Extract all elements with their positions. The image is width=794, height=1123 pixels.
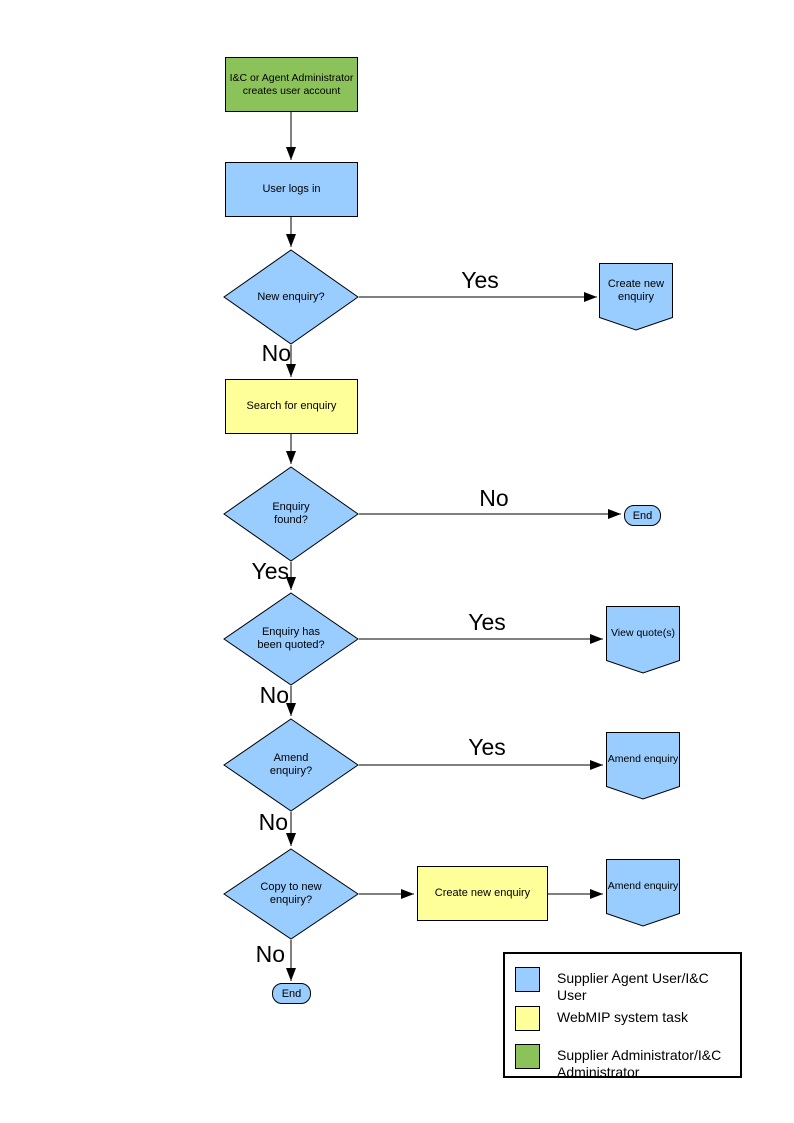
- diamond-shape: [223, 466, 359, 562]
- diamond-shape: [223, 848, 359, 940]
- node-label: Search for enquiry: [246, 400, 337, 412]
- node-label: Enquiry found?: [272, 501, 310, 526]
- pentagon-shape: [599, 263, 673, 331]
- node-admin-creates-account: I&C or Agent Administrator creates user …: [225, 57, 358, 112]
- node-label: User logs in: [262, 183, 321, 195]
- diamond-shape: [223, 592, 359, 686]
- node-end-final: End: [272, 983, 311, 1004]
- legend: Supplier Agent User/I&C User WebMIP syst…: [503, 952, 742, 1081]
- legend-label: Supplier Administrator/I&C Administrator: [557, 1047, 722, 1080]
- edge-label-amend-yes: Yes: [468, 734, 506, 760]
- node-amend-enquiry-target-2: Amend enquiry: [606, 859, 680, 927]
- node-label: I&C or Agent Administrator creates user …: [229, 71, 354, 97]
- node-view-quotes-target: View quote(s): [606, 606, 680, 674]
- pentagon-shape: [606, 606, 680, 674]
- legend-swatch-yellow: [515, 1006, 540, 1031]
- node-enquiry-quoted-decision: Enquiry has been quoted?: [223, 592, 359, 686]
- node-label: End: [281, 987, 302, 1000]
- edge-label-copy-no: No: [255, 941, 285, 967]
- edge-label-quoted-yes: Yes: [468, 609, 506, 635]
- edge-label-found-no: No: [479, 485, 509, 511]
- edge-label-new-enquiry-yes: Yes: [461, 267, 499, 293]
- node-label: Create new enquiry: [607, 277, 665, 303]
- node-enquiry-found-decision: Enquiry found?: [223, 466, 359, 562]
- node-label: Copy to new enquiry?: [260, 881, 322, 906]
- legend-swatch-green: [515, 1044, 540, 1069]
- node-label: Amend enquiry?: [269, 752, 313, 777]
- pentagon-shape: [606, 859, 680, 927]
- node-label: Enquiry has been quoted?: [257, 626, 325, 651]
- diamond-shape: [223, 249, 359, 345]
- node-label: End: [632, 509, 653, 522]
- edge-label-new-enquiry-no: No: [261, 340, 291, 366]
- node-create-new-enquiry-target: Create new enquiry: [599, 263, 673, 331]
- node-label: New enquiry?: [257, 290, 325, 303]
- node-create-new-enquiry-task: Create new enquiry: [417, 866, 548, 921]
- node-search-for-enquiry: Search for enquiry: [225, 379, 358, 434]
- legend-item-user: Supplier Agent User/I&C User: [515, 967, 742, 1004]
- edge-label-found-yes: Yes: [251, 558, 289, 584]
- edge-label-quoted-no: No: [259, 682, 289, 708]
- pentagon-shape: [606, 732, 680, 800]
- legend-label: WebMIP system task: [557, 1009, 688, 1025]
- node-user-logs-in: User logs in: [225, 162, 358, 217]
- diamond-shape: [223, 718, 359, 812]
- node-label: Amend enquiry: [607, 753, 679, 765]
- legend-item-administrator: Supplier Administrator/I&C Administrator: [515, 1044, 742, 1081]
- legend-item-system-task: WebMIP system task: [515, 1006, 742, 1031]
- node-label: View quote(s): [610, 627, 675, 639]
- node-label: Amend enquiry: [607, 880, 679, 892]
- node-amend-enquiry-decision: Amend enquiry?: [223, 718, 359, 812]
- node-copy-to-new-decision: Copy to new enquiry?: [223, 848, 359, 940]
- node-end-not-found: End: [624, 505, 661, 526]
- node-amend-enquiry-target-1: Amend enquiry: [606, 732, 680, 800]
- node-label: Create new enquiry: [434, 887, 531, 899]
- legend-swatch-blue: [515, 967, 540, 992]
- legend-label: Supplier Agent User/I&C User: [557, 970, 709, 1003]
- edge-label-amend-no: No: [258, 809, 288, 835]
- node-new-enquiry-decision: New enquiry?: [223, 249, 359, 345]
